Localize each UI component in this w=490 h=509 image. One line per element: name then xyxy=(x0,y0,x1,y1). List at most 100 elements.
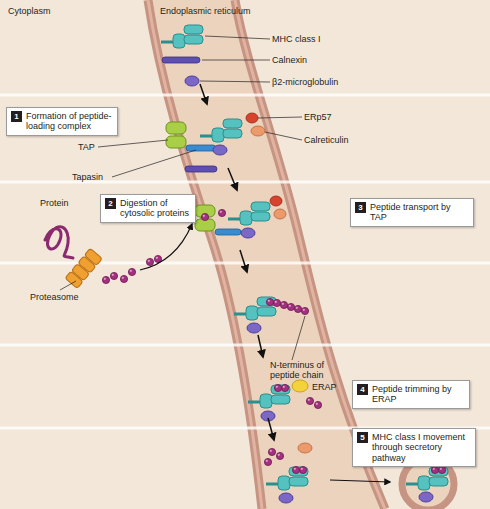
part-label: MHC class I xyxy=(272,34,321,44)
region-label: Cytoplasm xyxy=(8,6,51,16)
leader-line xyxy=(205,36,270,39)
part-label: TAP xyxy=(78,142,95,152)
leader-line xyxy=(258,117,302,118)
b2m-molecule xyxy=(241,228,255,238)
b2m-molecule xyxy=(279,493,293,503)
peptide-bead xyxy=(431,466,438,473)
part-label: N-terminus of peptide chain xyxy=(270,360,340,381)
peptide-bead xyxy=(281,384,288,391)
mhc-molecule xyxy=(228,202,270,225)
stage-separator xyxy=(0,344,490,347)
erp57-shape xyxy=(246,113,258,123)
step-text: Peptide transport by TAP xyxy=(370,202,469,223)
mhc-molecule xyxy=(200,119,242,142)
stage-arrow xyxy=(240,250,247,272)
leader-line xyxy=(265,132,302,140)
callout-number: 1 xyxy=(11,111,22,122)
part-label: Calnexin xyxy=(272,55,307,65)
stage-arrow xyxy=(200,84,207,104)
callout-number: 3 xyxy=(355,202,366,213)
region-label: Endoplasmic reticulum xyxy=(160,6,251,16)
part-label: ERAP xyxy=(312,382,337,392)
peptide-bead xyxy=(276,452,283,459)
calnexin-shape xyxy=(162,57,200,63)
part-label: Proteasome xyxy=(30,292,79,302)
part-label: Protein xyxy=(40,198,69,208)
peptide-bead xyxy=(294,305,301,312)
callout-number: 5 xyxy=(357,432,368,443)
stage-arrow xyxy=(258,335,263,357)
step-box: 4 Peptide trimming by ERAP xyxy=(352,380,470,409)
step-text: Formation of peptide-loading complex xyxy=(26,111,113,132)
er-membrane xyxy=(148,0,262,509)
peptide-bead xyxy=(299,466,306,473)
peptide-bead xyxy=(201,213,208,220)
step-box: 3 Peptide transport by TAP xyxy=(350,198,474,227)
step-text: MHC class I movement through secretory p… xyxy=(372,432,471,463)
step-box: 1 Formation of peptide-loading complex xyxy=(6,107,118,136)
peptide-bead xyxy=(128,268,135,275)
peptide-bead xyxy=(306,397,313,404)
step-box: 2 Digestion of cytosolic proteins xyxy=(100,194,196,223)
stage-arrow xyxy=(268,418,274,440)
step-text: Digestion of cytosolic proteins xyxy=(120,198,191,219)
peptide-bead xyxy=(273,299,280,306)
stage-arrow xyxy=(228,168,237,190)
part-label: Tapasin xyxy=(72,172,103,182)
b2m-molecule xyxy=(247,323,261,333)
flow-arrow xyxy=(330,480,390,482)
tap-shape xyxy=(166,136,186,148)
mhc-molecule xyxy=(234,297,276,320)
leader-line xyxy=(60,281,76,290)
leader-line xyxy=(292,316,305,360)
leader-line xyxy=(112,150,196,177)
er-membrane-inner xyxy=(148,0,262,509)
erap-shape xyxy=(292,380,308,392)
peptide-bead xyxy=(280,301,287,308)
peptide-bead xyxy=(266,298,273,305)
calnexin-shape xyxy=(185,166,217,172)
peptide-bead xyxy=(268,448,275,455)
part-label: β2-microglobulin xyxy=(272,77,338,87)
callout-number: 4 xyxy=(357,384,368,395)
flow-arrow xyxy=(140,224,192,270)
peptide-bead xyxy=(314,401,321,408)
er-membrane xyxy=(235,0,385,509)
mhc-molecule xyxy=(266,467,308,490)
leader-line xyxy=(202,60,270,61)
leader-line xyxy=(98,140,168,147)
part-label: Calreticulin xyxy=(304,135,349,145)
b2m-molecule xyxy=(213,145,227,155)
peptide-bead xyxy=(218,209,225,216)
peptide-bead xyxy=(264,458,271,465)
part-label: ERp57 xyxy=(304,112,332,122)
stage-separator xyxy=(0,94,490,97)
proteasome-shape xyxy=(65,248,102,288)
er-lumen xyxy=(148,0,385,509)
peptide-bead xyxy=(120,275,127,282)
mhc-molecule xyxy=(161,25,203,48)
calreticulin-shape xyxy=(298,443,312,453)
peptide-bead xyxy=(274,384,281,391)
callout-number: 2 xyxy=(105,198,116,209)
protein-chain xyxy=(45,227,73,258)
tapasin-shape xyxy=(215,229,241,235)
mhc-molecule xyxy=(248,385,290,408)
tap-shape xyxy=(166,122,186,134)
peptide-bead xyxy=(146,258,153,265)
erp57-shape xyxy=(270,196,282,206)
step-box: 5 MHC class I movement through secretory … xyxy=(352,428,476,467)
mhc-molecule xyxy=(406,467,448,490)
tapasin-shape xyxy=(186,145,216,151)
er-membrane-inner xyxy=(235,0,385,509)
step-text: Peptide trimming by ERAP xyxy=(372,384,465,405)
leader-line xyxy=(200,81,270,82)
peptide-bead xyxy=(438,466,445,473)
b2m-molecule xyxy=(185,76,199,86)
peptide-bead xyxy=(292,466,299,473)
peptide-bead xyxy=(102,276,109,283)
proteasome-ring xyxy=(84,248,102,265)
